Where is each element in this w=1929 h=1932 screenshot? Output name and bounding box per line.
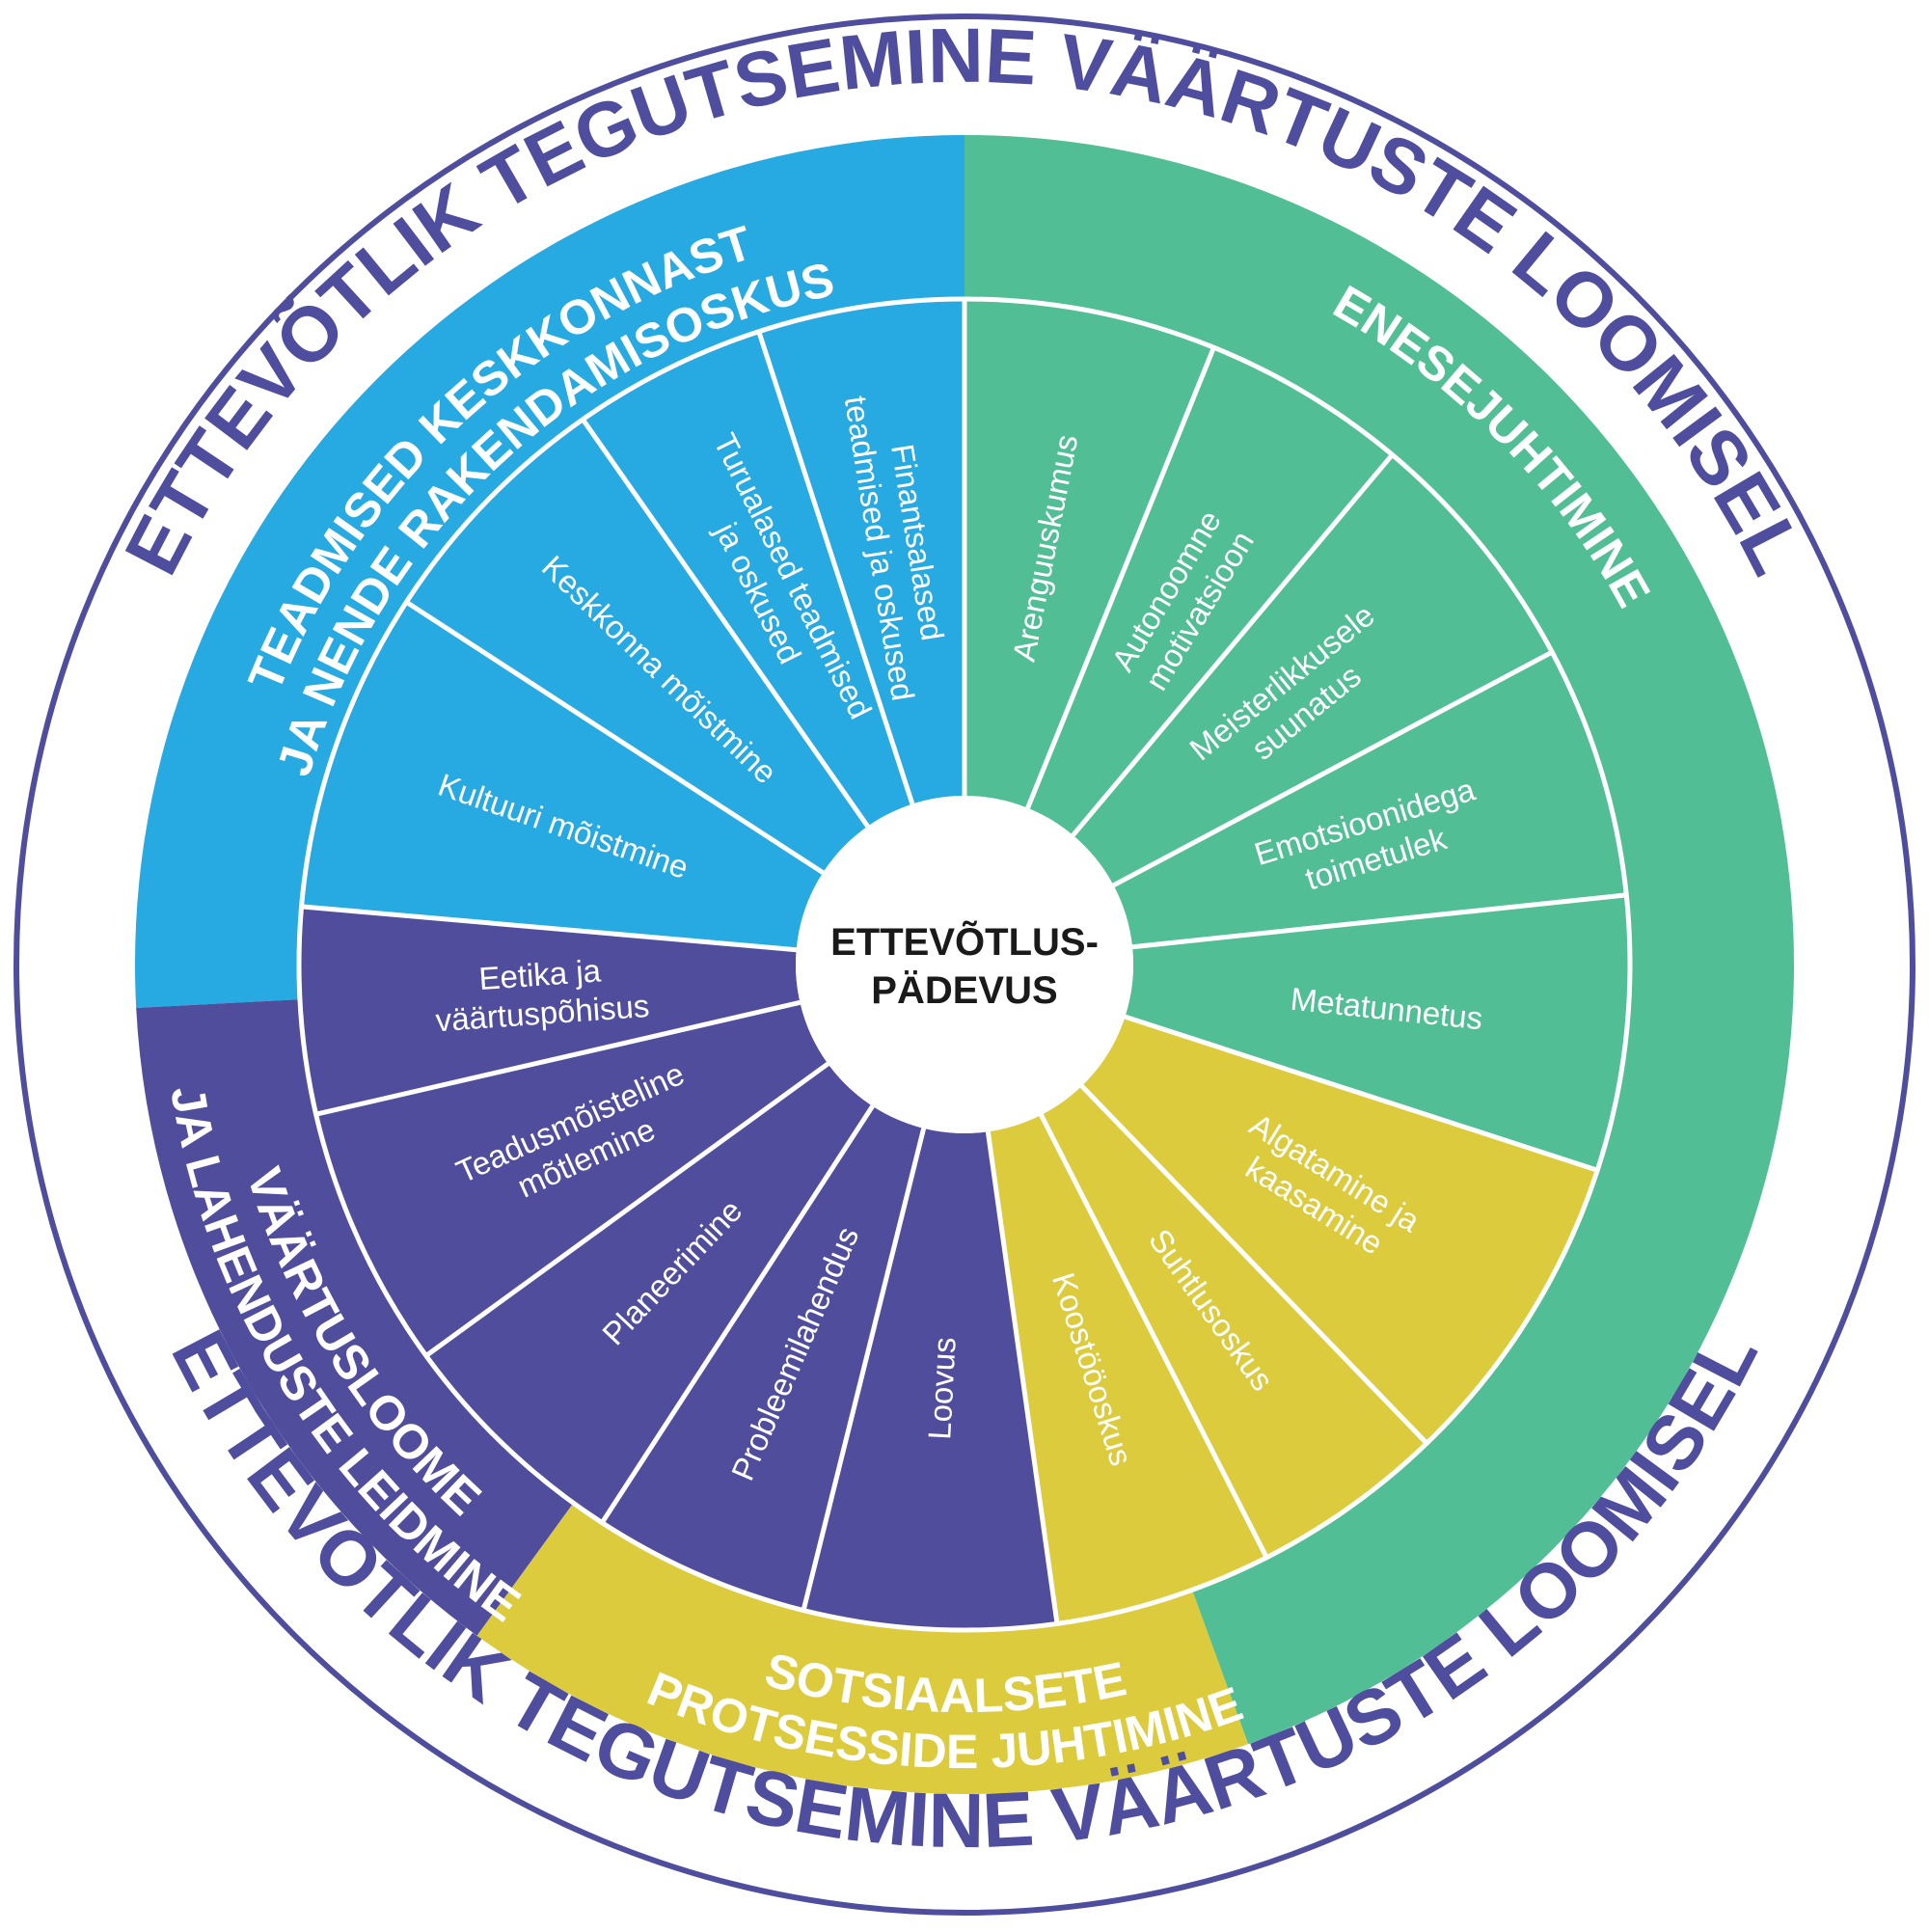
item-sector xyxy=(1113,652,1627,947)
sector-divider xyxy=(756,330,915,805)
item-sector xyxy=(1125,894,1630,1171)
sector-divider xyxy=(985,1130,1060,1624)
center-circle xyxy=(796,796,1133,1133)
item-sector xyxy=(1027,347,1393,835)
sector-divider xyxy=(404,600,825,875)
item-sector xyxy=(602,1105,924,1611)
sector-divider xyxy=(301,904,797,953)
center-label-line2: PÄDEVUS xyxy=(871,969,1057,1012)
item-sector xyxy=(583,331,912,827)
sector-dividers xyxy=(296,296,1633,1633)
item-sector xyxy=(425,1063,873,1523)
item-sector xyxy=(1073,454,1553,885)
sector-divider xyxy=(1039,1113,1269,1559)
category-sectors xyxy=(135,135,1794,1794)
sector-divider xyxy=(581,418,870,829)
sector-divider xyxy=(1025,346,1216,809)
item-sector xyxy=(315,1002,829,1356)
item-sector xyxy=(406,419,868,873)
category-sector-blue xyxy=(135,135,964,1009)
sector-divider xyxy=(801,1128,927,1612)
sector-divider xyxy=(1131,892,1627,950)
item-sector xyxy=(988,1114,1267,1624)
sector-divider xyxy=(315,999,801,1117)
center-label-line1: ETTEVÕTLUS- xyxy=(830,919,1099,964)
category-sector-green xyxy=(964,135,1794,1745)
category-sector-yellow xyxy=(476,1503,1249,1794)
item-label: Loovus xyxy=(921,1336,963,1440)
item-sector xyxy=(758,299,964,804)
item-sectors xyxy=(299,299,1630,1630)
sector-divider xyxy=(1071,452,1395,837)
item-sector xyxy=(299,906,801,1115)
sector-divider xyxy=(424,1061,829,1358)
item-sector xyxy=(301,602,824,950)
sector-divider xyxy=(1124,1014,1599,1173)
item-label-line: Loovus xyxy=(921,1336,963,1440)
outer-ring xyxy=(14,14,1915,1916)
item-ring-edge xyxy=(296,296,1633,1633)
sector-divider xyxy=(600,1104,875,1525)
item-sector xyxy=(964,299,1214,808)
sector-divider xyxy=(1112,649,1554,888)
sector-divider xyxy=(1079,1084,1429,1446)
category-sector-purple xyxy=(136,999,574,1636)
item-sector xyxy=(1041,1085,1427,1558)
item-label-line: Eetika ja xyxy=(477,952,602,996)
item-sector xyxy=(803,1128,1058,1630)
item-sector xyxy=(1081,1017,1598,1444)
